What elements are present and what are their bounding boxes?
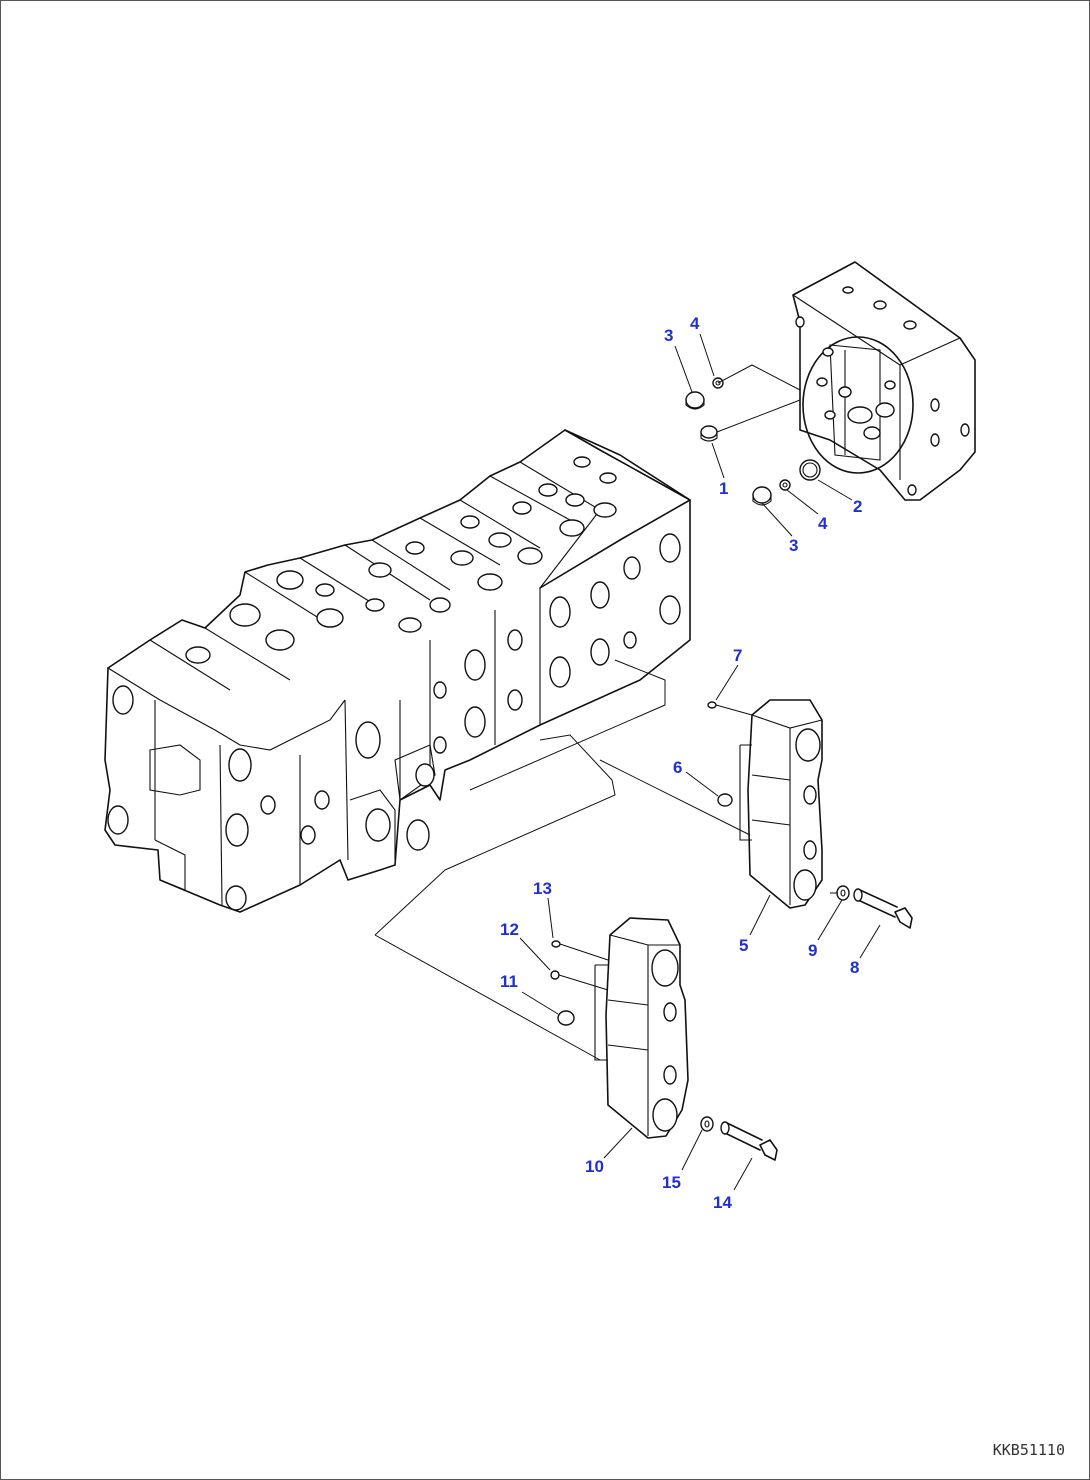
part-bolt-8 [853, 888, 913, 929]
centerline-1 [716, 399, 801, 433]
part-oring-4a [712, 377, 724, 389]
callout-9: 9 [808, 941, 817, 960]
guide-b [444, 734, 616, 871]
callout-3: 3 [664, 326, 673, 345]
part-washer-9 [836, 885, 850, 901]
guide-c [374, 869, 446, 936]
part-plug-1 [700, 425, 718, 442]
callout-10: 10 [585, 1157, 604, 1176]
part-oring-11 [557, 1010, 575, 1026]
callout-12: 12 [500, 920, 519, 939]
part-oring-6 [717, 793, 733, 807]
part-plug-3b [752, 486, 772, 506]
end-block [792, 261, 976, 501]
callout-7: 7 [733, 646, 742, 665]
drawing-code: KKB51110 [993, 1441, 1065, 1459]
leader-lines [519, 333, 881, 1191]
callouts: 3 4 1 2 4 3 7 6 5 9 8 13 12 11 10 15 14 [500, 314, 862, 1212]
part-washer-15 [700, 1116, 714, 1132]
cover-5 [739, 699, 823, 909]
callout-6: 6 [673, 758, 682, 777]
part-pin-12 [550, 970, 609, 991]
cover-10 [594, 917, 689, 1139]
callout-14: 14 [713, 1193, 732, 1212]
guide-a [469, 659, 666, 791]
centerline-cover5 [599, 759, 751, 836]
main-valve-body [104, 429, 691, 913]
callout-3: 3 [789, 536, 798, 555]
callout-4: 4 [818, 514, 828, 533]
centerline-cover10 [374, 934, 601, 1061]
part-oring-4b [779, 479, 791, 491]
callout-1: 1 [719, 479, 728, 498]
callout-11: 11 [500, 972, 518, 991]
centerline-4a [717, 364, 801, 391]
part-pin-13 [551, 940, 609, 961]
callout-13: 13 [533, 879, 552, 898]
part-bolt-14 [720, 1121, 778, 1161]
part-pin-7 [707, 701, 753, 716]
callout-8: 8 [850, 958, 859, 977]
callout-4: 4 [690, 314, 700, 333]
part-oring-2 [799, 459, 821, 481]
callout-2: 2 [853, 497, 862, 516]
callout-15: 15 [662, 1173, 681, 1192]
part-plug-3a [685, 391, 705, 410]
callout-5: 5 [739, 936, 748, 955]
